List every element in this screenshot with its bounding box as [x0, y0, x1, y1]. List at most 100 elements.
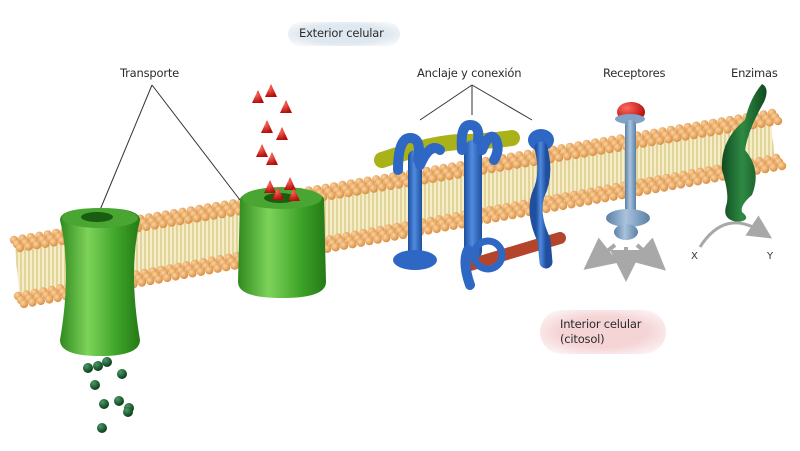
lipid-head: [777, 161, 787, 171]
lipid-head: [167, 218, 176, 227]
anchor-proteins: [374, 119, 566, 290]
lipid-head: [424, 226, 433, 235]
lipid-head: [331, 243, 340, 252]
lipid-head: [668, 181, 677, 191]
lipid-head: [659, 183, 669, 192]
lipid-head: [676, 180, 686, 189]
green-molecule: [102, 357, 112, 367]
product-label: Y: [767, 251, 774, 262]
lipid-head: [639, 139, 648, 148]
lipid-head: [205, 266, 214, 275]
lipid-head: [600, 194, 610, 203]
lipid-head: [495, 163, 505, 172]
lipid-head: [171, 272, 180, 281]
green-molecule: [114, 396, 124, 406]
signal-arrows: [583, 237, 666, 282]
lipid-head: [378, 183, 387, 192]
lipid-head: [49, 238, 58, 247]
lipid-head: [765, 118, 774, 127]
lipid-head: [150, 221, 159, 230]
lipid-head: [634, 187, 643, 197]
lipid-head: [698, 129, 707, 138]
lipid-head: [596, 146, 606, 155]
lipid-head: [693, 177, 702, 186]
lipid-head: [142, 222, 151, 231]
lipid-head: [159, 219, 168, 229]
lipid-head: [512, 160, 522, 169]
green-molecule: [99, 399, 109, 409]
transported-molecules-red: [252, 84, 300, 201]
lipid-head: [394, 180, 404, 189]
anchoring-label: Anclaje y conexión: [417, 66, 522, 80]
lipid-head: [550, 203, 559, 212]
lipid-head: [373, 235, 382, 244]
lipid-head: [436, 173, 446, 182]
red-molecule: [265, 84, 277, 97]
lipid-head: [154, 275, 163, 284]
lipid-head: [542, 204, 551, 214]
lipid-head: [592, 195, 601, 204]
lipid-head: [188, 269, 197, 278]
lipid-head: [487, 164, 496, 174]
lipid-head: [184, 215, 193, 224]
lipid-head: [588, 147, 597, 157]
lipid-head: [508, 210, 517, 220]
interior-label-line2: (citosol): [560, 332, 605, 346]
transport-channel-protein: [60, 208, 140, 356]
lipid-head: [605, 145, 614, 154]
interior-label-line1: Interior celular: [560, 317, 642, 331]
lipid-head: [558, 201, 568, 211]
lipid-head: [32, 241, 41, 250]
lipid-head: [213, 264, 222, 273]
lipid-head: [685, 178, 694, 188]
transport-label: Transporte: [120, 66, 180, 80]
lipid-head: [449, 221, 458, 230]
lipid-head: [137, 278, 147, 287]
lipid-head: [491, 213, 500, 223]
green-molecule: [117, 369, 127, 379]
lipid-head: [41, 239, 50, 248]
lipid-head: [344, 188, 353, 198]
lipid-tails-region: [14, 115, 775, 300]
lipid-head: [723, 125, 732, 134]
lipid-head: [643, 186, 652, 195]
receptor-protein: [583, 102, 666, 282]
lipid-head: [196, 267, 206, 276]
red-molecule: [261, 120, 273, 133]
lipid-head: [483, 215, 492, 224]
lipid-head: [647, 138, 656, 147]
lipid-head: [584, 197, 593, 206]
lipid-head: [529, 157, 538, 167]
green-molecule: [83, 363, 93, 373]
red-molecule: [280, 100, 292, 113]
lipid-head: [773, 116, 783, 126]
red-molecule: [276, 127, 288, 140]
exterior-label: Exterior celular: [299, 26, 384, 40]
lipid-head: [386, 181, 395, 191]
receptors-label: Receptores: [603, 66, 666, 80]
lipid-head: [352, 187, 362, 196]
lipid-head: [672, 133, 682, 143]
lipid-head: [146, 276, 155, 286]
lipid-head: [201, 212, 210, 222]
leader-transport-right: [151, 84, 241, 201]
lipid-head: [217, 209, 227, 219]
lipid-head: [664, 135, 673, 144]
lipid-head: [706, 128, 715, 137]
lipid-head: [428, 174, 437, 184]
lipid-bilayer: [9, 108, 787, 309]
red-molecule: [266, 152, 278, 165]
lipid-head: [769, 163, 778, 172]
green-molecule: [93, 361, 103, 371]
lipid-head: [356, 238, 366, 247]
enzyme-protein: [698, 84, 773, 248]
lipid-head: [398, 230, 408, 240]
lipid-head: [221, 263, 231, 272]
lipid-head: [651, 184, 660, 194]
lipid-head: [757, 119, 766, 128]
green-molecule: [123, 407, 133, 417]
red-molecule: [252, 90, 264, 103]
lipid-head: [681, 132, 690, 141]
substrate-label: X: [691, 251, 698, 262]
lipid-head: [702, 175, 711, 184]
